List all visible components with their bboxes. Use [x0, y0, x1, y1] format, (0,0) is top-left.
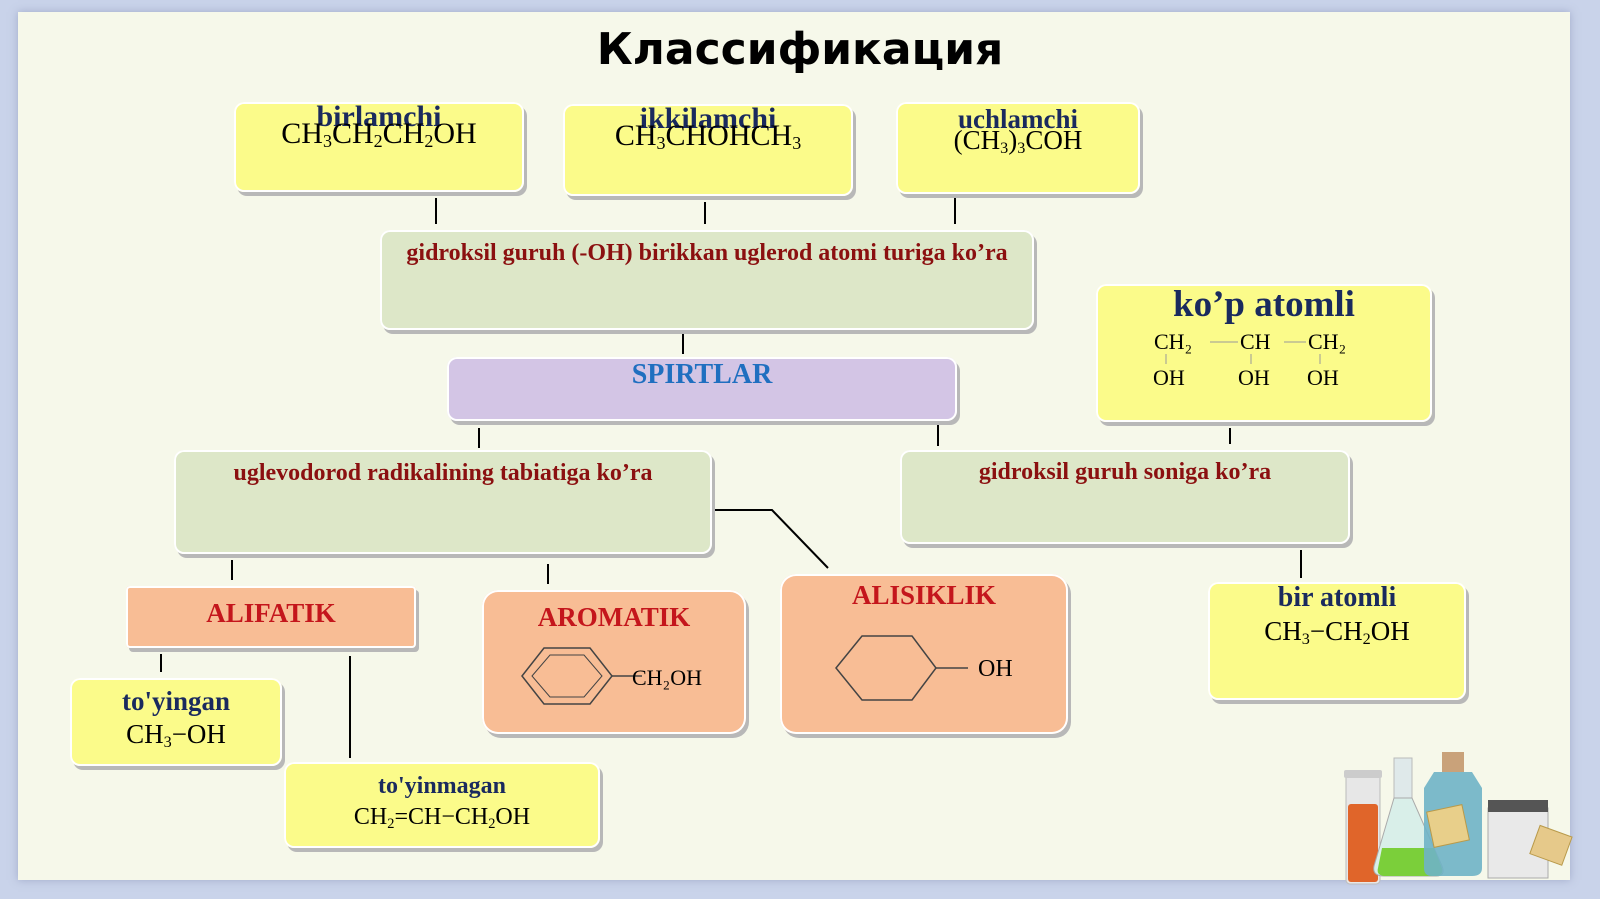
- radical-type-box: uglevodorod radikalining tabiatiga ko’ra: [174, 450, 712, 554]
- lab-flasks-icon: [1344, 752, 1573, 885]
- connector-line: [435, 198, 437, 224]
- spirtlar-label: SPIRTLAR: [631, 359, 773, 390]
- secondary-alcohol-box: ikkilamchi CH3CHOHCH3: [563, 104, 853, 196]
- glycerol-o1: OH: [1153, 365, 1185, 390]
- connector-line: [478, 428, 480, 448]
- hydroxyl-count-box: gidroksil guruh soniga ko’ra: [900, 450, 1350, 544]
- unsaturated-box: to'yinmagan CH2=CH−CH2OH: [284, 762, 600, 848]
- alisiklik-label: ALISIKLIK: [851, 580, 997, 610]
- glycerol-c3: CH₂: [1308, 329, 1346, 354]
- connector-line: [1300, 550, 1302, 578]
- monatomic-label: bir atomli: [1277, 582, 1397, 613]
- glycerol-structure: CH₂ CH CH₂ OH OH OH: [1153, 329, 1346, 390]
- hydroxyl-count-text: gidroksil guruh soniga ko’ra: [978, 459, 1272, 485]
- alifatik-box: ALIFATIK: [126, 586, 416, 648]
- connector-line: [954, 198, 956, 224]
- monatomic-box: bir atomli CH3−CH2OH: [1208, 582, 1466, 700]
- saturated-label: to'yingan: [121, 686, 231, 716]
- unsaturated-formula: CH2=CH−CH2OH: [353, 804, 531, 832]
- connector-line: [704, 202, 706, 224]
- carbon-type-text: gidroksil guruh (-OH) birikkan uglerod a…: [406, 240, 1008, 266]
- unsaturated-label: to'yinmagan: [377, 773, 506, 799]
- glycerol-o3: OH: [1307, 365, 1339, 390]
- cyclohexane-ring-icon: OH: [835, 635, 1013, 701]
- primary-alcohol-box: birlamchi CH3CH2CH2OH: [234, 102, 524, 192]
- tertiary-formula: (CH3)3COH: [953, 125, 1083, 157]
- benzene-ring-icon: CH₂OH: [521, 647, 702, 705]
- connector-line: [1229, 428, 1231, 444]
- glycerol-c2: CH: [1240, 329, 1271, 354]
- connector-line: [349, 656, 351, 758]
- primary-formula: CH3CH2CH2OH: [281, 117, 477, 151]
- spirtlar-box: SPIRTLAR: [447, 357, 957, 421]
- alisiklik-box: ALISIKLIK OH: [780, 574, 1068, 734]
- monatomic-formula: CH3−CH2OH: [1264, 616, 1410, 648]
- connector-line: [547, 564, 549, 584]
- saturated-formula: CH3−OH: [126, 719, 226, 751]
- aromatik-substituent: CH₂OH: [632, 665, 702, 690]
- polyatomic-box: ko’p atomli CH₂ CH CH₂ OH OH OH: [1096, 284, 1432, 422]
- secondary-label: ikkilamchi: [639, 102, 777, 135]
- tertiary-label: uchlamchi: [957, 104, 1078, 134]
- connector-line: [231, 560, 233, 580]
- alisiklik-substituent: OH: [978, 656, 1013, 682]
- tertiary-alcohol-box: uchlamchi (CH3)3COH: [896, 102, 1140, 194]
- secondary-formula: CH3CHOHCH3: [614, 119, 802, 153]
- connector-line: [937, 424, 939, 446]
- radical-type-text: uglevodorod radikalining tabiatiga ko’ra: [233, 460, 653, 486]
- aromatik-label: AROMATIK: [537, 602, 691, 632]
- aromatik-box: AROMATIK CH₂OH: [482, 590, 746, 734]
- polyatomic-label: ko’p atomli: [1173, 284, 1355, 325]
- alifatik-label: ALIFATIK: [206, 598, 336, 628]
- glycerol-o2: OH: [1238, 365, 1270, 390]
- glycerol-c1: CH₂: [1154, 329, 1192, 354]
- page-title: Классификация: [596, 24, 1004, 75]
- connector-line: [160, 654, 162, 672]
- carbon-type-box: gidroksil guruh (-OH) birikkan uglerod a…: [380, 230, 1034, 330]
- saturated-box: to'yingan CH3−OH: [70, 678, 282, 766]
- primary-label: birlamchi: [316, 100, 442, 133]
- connector-line: [682, 334, 684, 354]
